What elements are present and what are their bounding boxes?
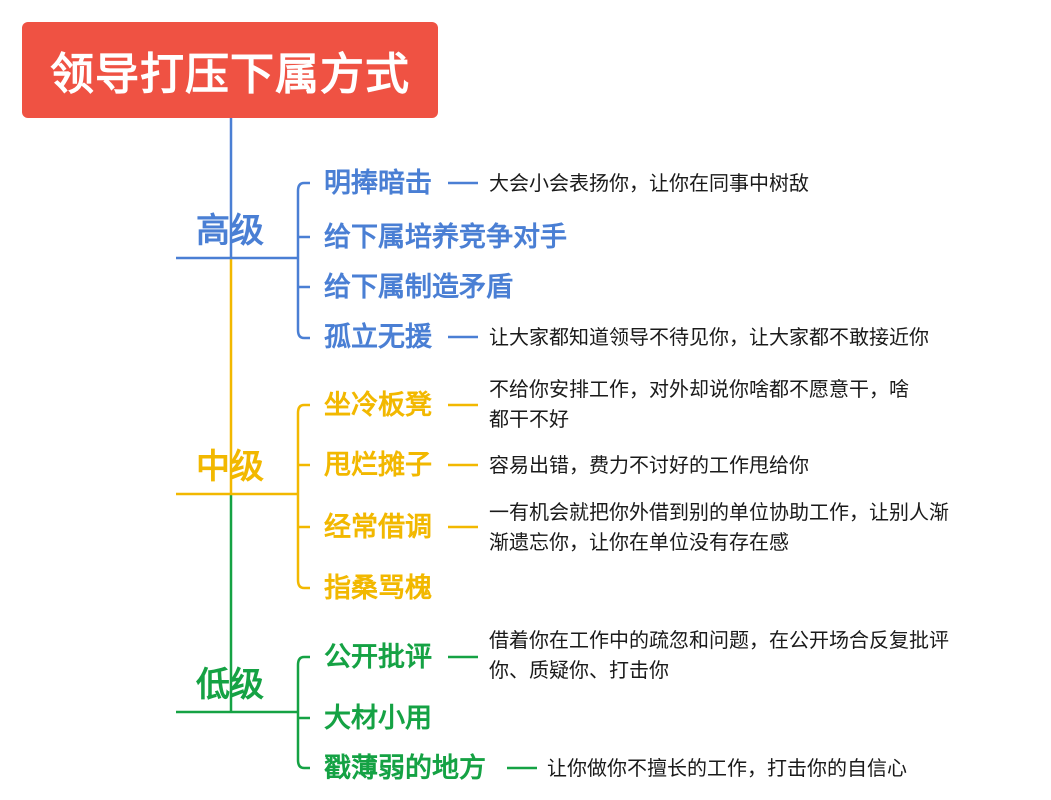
branch-high-4: 孤立无援 xyxy=(324,322,432,353)
desc-line: 借着你在工作中的疏忽和问题，在公开场合反复批评 xyxy=(489,628,949,652)
bracket-high xyxy=(296,181,310,340)
desc-high-4: 让大家都知道领导不待见你，让大家都不敢接近你 xyxy=(489,322,929,352)
branch-mid-1: 坐冷板凳 xyxy=(324,390,432,421)
branch-high-1: 明捧暗击 xyxy=(324,168,432,199)
branch-mid-2: 甩烂摊子 xyxy=(324,450,432,481)
branch-low-2: 大材小用 xyxy=(324,703,432,734)
branch-low-3: 戳薄弱的地方 xyxy=(324,753,486,784)
desc-high-1: 大会小会表扬你，让你在同事中树敌 xyxy=(489,168,809,198)
level-label-high: 高级 xyxy=(196,211,264,251)
desc-mid-2: 容易出错，费力不讨好的工作甩给你 xyxy=(489,450,809,480)
branch-low-1: 公开批评 xyxy=(324,642,432,673)
desc-line: 让你做你不擅长的工作，打击你的自信心 xyxy=(547,756,907,780)
desc-line: 一有机会就把你外借到别的单位协助工作，让别人渐 xyxy=(489,500,949,524)
desc-line: 大会小会表扬你，让你在同事中树敌 xyxy=(489,171,809,195)
desc-line: 让大家都知道领导不待见你，让大家都不敢接近你 xyxy=(489,325,929,349)
desc-low-3: 让你做你不擅长的工作，打击你的自信心 xyxy=(547,753,907,783)
desc-line: 你、质疑你、打击你 xyxy=(489,658,669,682)
title-box: 领导打压下属方式 xyxy=(22,22,438,118)
branch-mid-3: 经常借调 xyxy=(324,512,432,543)
branch-high-2: 给下属培养竞争对手 xyxy=(324,222,567,253)
desc-mid-3: 一有机会就把你外借到别的单位协助工作，让别人渐 渐遗忘你，让你在单位没有存在感 xyxy=(489,497,949,557)
desc-line: 容易出错，费力不讨好的工作甩给你 xyxy=(489,453,809,477)
desc-mid-1: 不给你安排工作，对外却说你啥都不愿意干，啥 都干不好 xyxy=(489,374,909,434)
level-label-mid: 中级 xyxy=(196,447,264,487)
page-title: 领导打压下属方式 xyxy=(50,49,410,100)
branch-high-3: 给下属制造矛盾 xyxy=(324,272,513,303)
bracket-low xyxy=(296,655,310,770)
branch-mid-4: 指桑骂槐 xyxy=(324,573,432,604)
desc-line: 都干不好 xyxy=(489,407,569,431)
level-label-low: 低级 xyxy=(196,665,264,705)
desc-low-1: 借着你在工作中的疏忽和问题，在公开场合反复批评 你、质疑你、打击你 xyxy=(489,625,949,685)
desc-line: 渐遗忘你，让你在单位没有存在感 xyxy=(489,530,789,554)
bracket-mid xyxy=(296,403,310,590)
desc-line: 不给你安排工作，对外却说你啥都不愿意干，啥 xyxy=(489,377,909,401)
